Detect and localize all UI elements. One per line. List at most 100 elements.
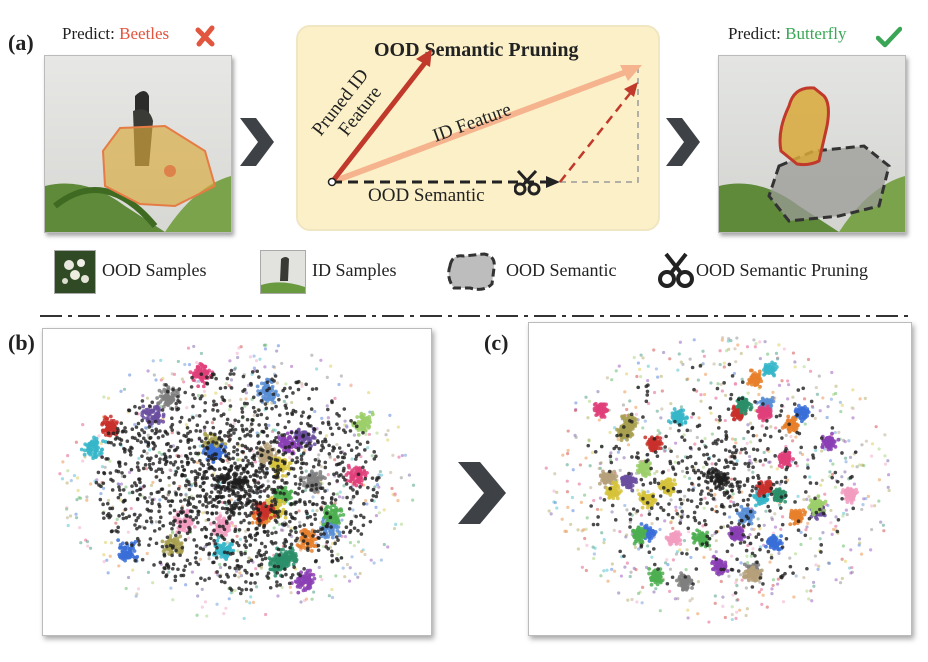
scatter-point (343, 535, 348, 539)
scatter-point (110, 488, 115, 492)
scatter-point (660, 389, 664, 393)
scatter-point (245, 497, 250, 502)
scatter-point (630, 597, 634, 602)
scatter-point (779, 534, 783, 538)
scatter-point (130, 484, 134, 488)
scatter-point (227, 383, 231, 388)
scatter-point (207, 466, 212, 471)
scatter-point (687, 530, 691, 534)
scatter-point (337, 426, 341, 431)
scatter-point (222, 448, 226, 452)
scatter-point (307, 499, 312, 504)
scatter-point (361, 515, 366, 520)
scatter-point (236, 549, 240, 553)
scatter-point (202, 470, 207, 475)
scatter-point (264, 472, 269, 476)
scatter-point (178, 520, 183, 524)
scatter-point (375, 482, 380, 487)
scatter-point (321, 421, 325, 425)
scatter-point (247, 492, 251, 497)
scatter-point (341, 468, 346, 473)
scatter-point (640, 601, 644, 605)
scatter-point (308, 447, 312, 451)
scatter-point (352, 467, 357, 471)
scatter-point (273, 502, 278, 507)
scatter-point (321, 500, 325, 505)
scatter-point (721, 604, 725, 608)
scatter-point (200, 587, 204, 591)
scatter-point (168, 503, 173, 508)
scatter-point (100, 447, 104, 452)
scatter-point (329, 497, 334, 501)
scatter-point (323, 465, 328, 470)
scatter-point (366, 426, 371, 430)
scatter-point (290, 441, 295, 446)
scatter-point (708, 547, 712, 551)
scatter-point (168, 511, 172, 515)
scatter-point (316, 543, 321, 548)
scatter-point (790, 439, 795, 443)
scatter-point (363, 428, 368, 433)
scatter-point (344, 525, 349, 530)
scatter-point (179, 460, 184, 464)
scatter-point (771, 583, 775, 588)
scatter-point (847, 439, 851, 443)
scatter-point (219, 473, 224, 477)
scatter-point (411, 483, 416, 487)
scatter-point (834, 578, 838, 582)
scatter-point (194, 380, 199, 384)
scatter-point (852, 482, 856, 486)
scatter-point (233, 366, 238, 370)
scatter-point (752, 338, 756, 342)
scatter-point (157, 450, 161, 455)
scatter-point (305, 421, 310, 426)
scatter-point (249, 558, 254, 563)
scatter-point (246, 459, 250, 463)
scatter-point (69, 479, 73, 483)
scatter-point (286, 550, 291, 555)
scatter-point (668, 357, 672, 361)
scatter-point (215, 409, 220, 413)
scatter-point (223, 442, 228, 447)
scatter-point (164, 496, 168, 501)
scatter-point (333, 458, 337, 462)
scatter-point (349, 448, 354, 453)
scatter-point (787, 383, 791, 387)
scatter-point (74, 512, 78, 516)
scatter-point (187, 482, 191, 487)
scatter-point (579, 500, 583, 504)
scatter-point (625, 508, 629, 512)
scatter-point (321, 544, 325, 549)
scatter-point (284, 522, 288, 526)
scatter-point (833, 485, 838, 489)
scatter-point (301, 433, 306, 438)
scatter-point (207, 576, 211, 581)
scatter-point (215, 539, 220, 543)
scatter-point (287, 448, 292, 453)
scatter-point (212, 520, 216, 525)
scatter-point (203, 476, 208, 481)
scatter-point (101, 502, 105, 507)
scatter-point (255, 369, 260, 374)
scatter-point (178, 534, 183, 539)
scatter-point (773, 525, 778, 529)
scatter-point (239, 552, 244, 557)
scatter-point (776, 577, 780, 581)
scatter-point (370, 476, 375, 480)
scatter-point (352, 433, 357, 437)
scatter-point (134, 411, 139, 416)
scatter-point (140, 428, 144, 432)
scatter-point (564, 529, 569, 534)
scatter-point (179, 549, 184, 554)
scatter-point (823, 492, 827, 496)
scatter-point (229, 368, 234, 373)
scatter-point (840, 576, 844, 581)
scatter-point (265, 466, 269, 471)
scatter-point (259, 453, 263, 458)
scatter-point (850, 565, 854, 570)
scatter-point (288, 456, 292, 460)
scatter-point (247, 521, 252, 525)
scatter-point (870, 527, 874, 532)
scatter-point (634, 568, 638, 572)
scatter-point (85, 498, 89, 502)
